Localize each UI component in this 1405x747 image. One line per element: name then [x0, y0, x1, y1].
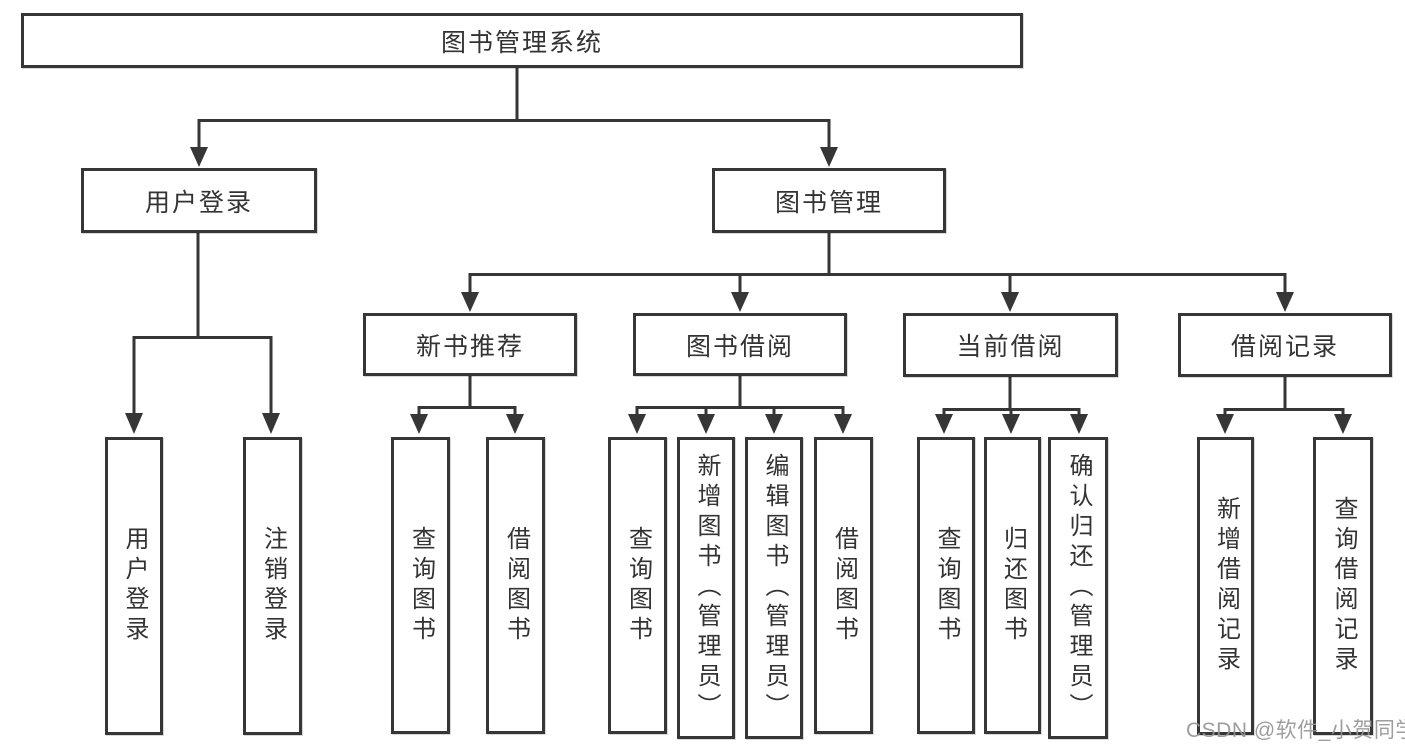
node-leaf-query-books-1-label: 查询图书	[407, 525, 435, 646]
node-leaf-add-book-admin: 新增图书（管理员）	[677, 437, 735, 739]
node-leaf-query-borrow-record: 查询借阅记录	[1313, 437, 1373, 735]
node-borrow-records: 借阅记录	[1178, 313, 1392, 377]
node-leaf-logout: 注销登录	[243, 437, 302, 735]
node-leaf-edit-book-admin: 编辑图书（管理员）	[745, 437, 803, 739]
node-book-management-label: 图书管理	[774, 188, 883, 217]
node-library-system: 图书管理系统	[21, 13, 1023, 68]
csdn-watermark: CSDN @软件_小贺同学	[1186, 719, 1405, 742]
node-borrow-records-label: 借阅记录	[1230, 333, 1339, 361]
node-leaf-borrow-books-1: 借阅图书	[486, 437, 545, 734]
node-leaf-query-books-3: 查询图书	[917, 437, 975, 734]
node-new-book-recommend: 新书推荐	[363, 313, 577, 376]
node-leaf-edit-book-admin-label: 编辑图书（管理员）	[761, 453, 788, 723]
node-user-login: 用户登录	[81, 168, 317, 233]
node-user-login-label: 用户登录	[144, 188, 253, 217]
node-leaf-logout-label: 注销登录	[259, 526, 287, 646]
node-leaf-add-borrow-record: 新增借阅记录	[1197, 437, 1254, 735]
node-leaf-query-books-3-label: 查询图书	[933, 525, 960, 646]
node-leaf-confirm-return-admin: 确认归还（管理员）	[1048, 437, 1108, 739]
arrowheads	[125, 147, 1352, 434]
node-leaf-query-books-1: 查询图书	[391, 437, 450, 734]
node-leaf-return-books-label: 归还图书	[999, 525, 1027, 646]
node-library-system-label: 图书管理系统	[440, 28, 603, 57]
node-leaf-borrow-books-2: 借阅图书	[814, 437, 873, 734]
node-book-borrow: 图书借阅	[633, 313, 847, 376]
node-book-management: 图书管理	[712, 168, 946, 233]
node-leaf-add-borrow-record-label: 新增借阅记录	[1212, 496, 1240, 676]
node-leaf-user-login-label: 用户登录	[121, 526, 148, 646]
node-leaf-borrow-books-2-label: 借阅图书	[830, 525, 858, 646]
node-leaf-borrow-books-1-label: 借阅图书	[502, 525, 530, 646]
node-new-book-recommend-label: 新书推荐	[415, 332, 524, 361]
node-leaf-return-books: 归还图书	[984, 437, 1041, 734]
node-leaf-confirm-return-admin-label: 确认归还（管理员）	[1065, 453, 1092, 723]
node-leaf-query-books-2-label: 查询图书	[624, 525, 652, 646]
node-leaf-user-login: 用户登录	[105, 437, 163, 735]
node-leaf-query-books-2: 查询图书	[608, 437, 667, 734]
node-book-borrow-label: 图书借阅	[685, 332, 794, 361]
node-leaf-query-borrow-record-label: 查询借阅记录	[1330, 496, 1357, 676]
node-leaf-add-book-admin-label: 新增图书（管理员）	[693, 453, 720, 723]
node-current-borrow-label: 当前借阅	[956, 333, 1065, 361]
node-current-borrow: 当前借阅	[903, 313, 1118, 377]
